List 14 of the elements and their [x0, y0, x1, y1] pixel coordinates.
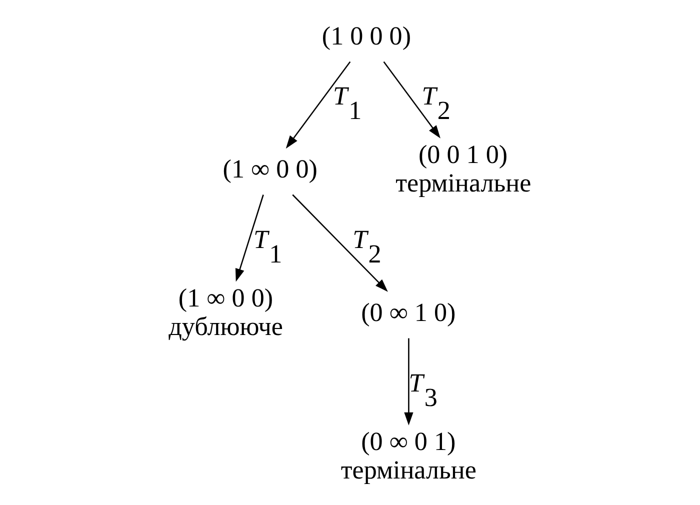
node-label: термінальне [396, 168, 532, 198]
arrow [404, 338, 414, 425]
arrow [292, 194, 388, 292]
node-text: (1 0 0 0) [322, 20, 412, 50]
node-text: (0 ∞ 0 1) [361, 426, 456, 456]
node-text: (0 ∞ 1 0) [361, 297, 456, 326]
node-text: (0 0 1 0) [418, 139, 508, 168]
arrow [235, 194, 264, 282]
node-text: (1 ∞ 0 0) [222, 154, 318, 183]
arrow [383, 60, 440, 138]
node-text: (1 ∞ 0 0) [178, 282, 274, 312]
node-label: дублююче [168, 312, 283, 341]
arrow [286, 60, 351, 148]
node-label: термінальне [340, 455, 476, 484]
